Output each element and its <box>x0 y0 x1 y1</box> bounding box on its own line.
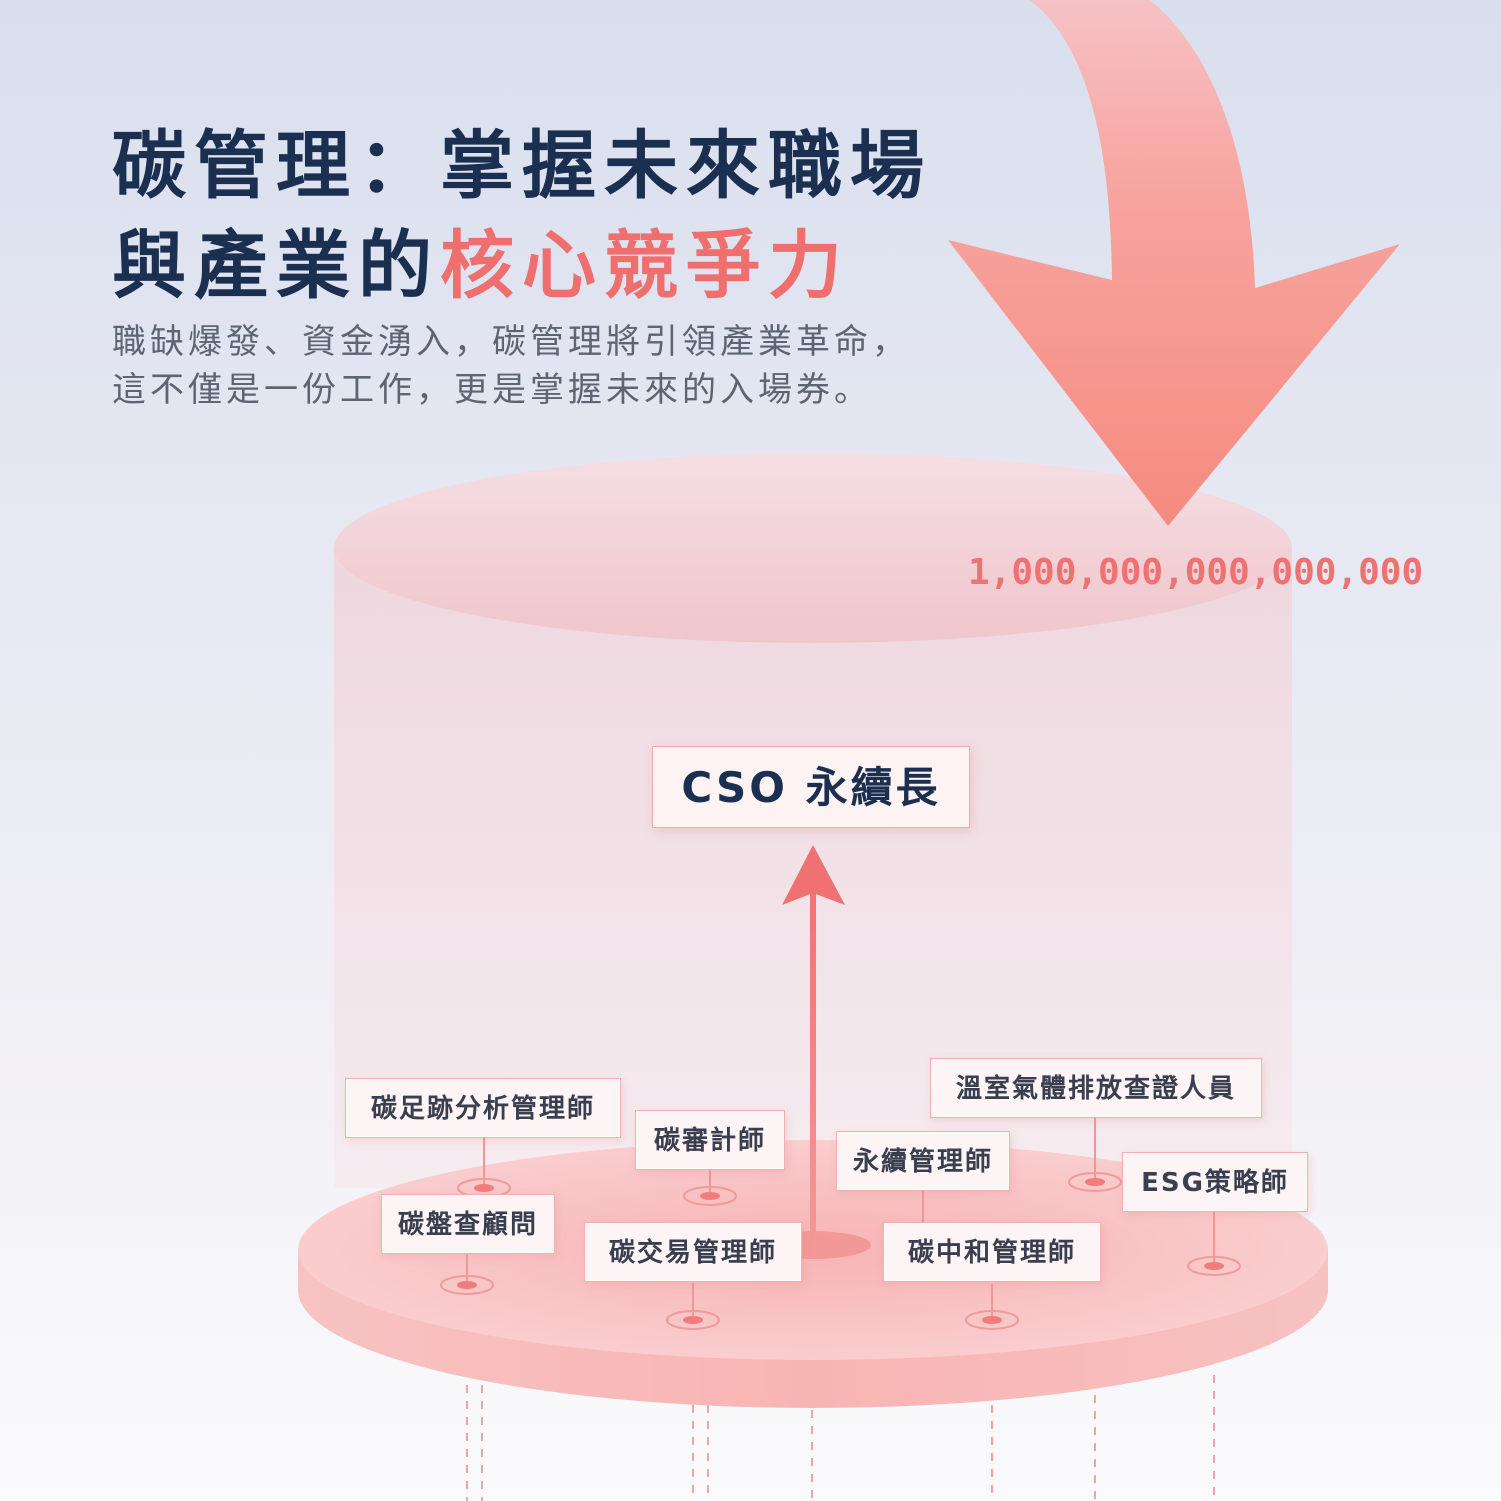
role-markers <box>440 1172 1241 1330</box>
title-line-1-text: 碳管理：掌握未來職場 <box>112 123 932 209</box>
title-line-2-accent: 核心競爭力 <box>440 223 850 309</box>
platform <box>298 1140 1328 1408</box>
role-carbon-inventory: 碳盤查顧問 <box>381 1194 555 1254</box>
subtitle-line-1: 職缺爆發、資金湧入，碳管理將引領產業革命， <box>112 322 910 362</box>
subtitle-line-2: 這不僅是一份工作，更是掌握未來的入場券。 <box>112 370 872 410</box>
role-sustainability-manager: 永續管理師 <box>836 1131 1010 1191</box>
role-carbon-auditor: 碳審計師 <box>635 1110 785 1170</box>
big-number: 1,000,000,000,000,000 <box>968 552 1424 593</box>
title-line-2: 與產業的核心競爭力 <box>112 206 850 313</box>
role-cso: CSO 永續長 <box>652 746 970 828</box>
big-down-arrow <box>948 0 1400 526</box>
role-ghg-verifier: 溫室氣體排放查證人員 <box>930 1058 1262 1118</box>
role-carbon-neutral: 碳中和管理師 <box>883 1222 1101 1282</box>
title-line-1: 碳管理：掌握未來職場 <box>112 106 932 213</box>
role-carbon-trading: 碳交易管理師 <box>584 1222 802 1282</box>
dashed-lines <box>466 1375 1215 1501</box>
role-esg-strategist: ESG策略師 <box>1122 1152 1308 1212</box>
title-line-2-prefix: 與產業的 <box>112 223 440 309</box>
role-carbon-footprint: 碳足跡分析管理師 <box>345 1078 621 1138</box>
up-arrow <box>782 845 845 1246</box>
